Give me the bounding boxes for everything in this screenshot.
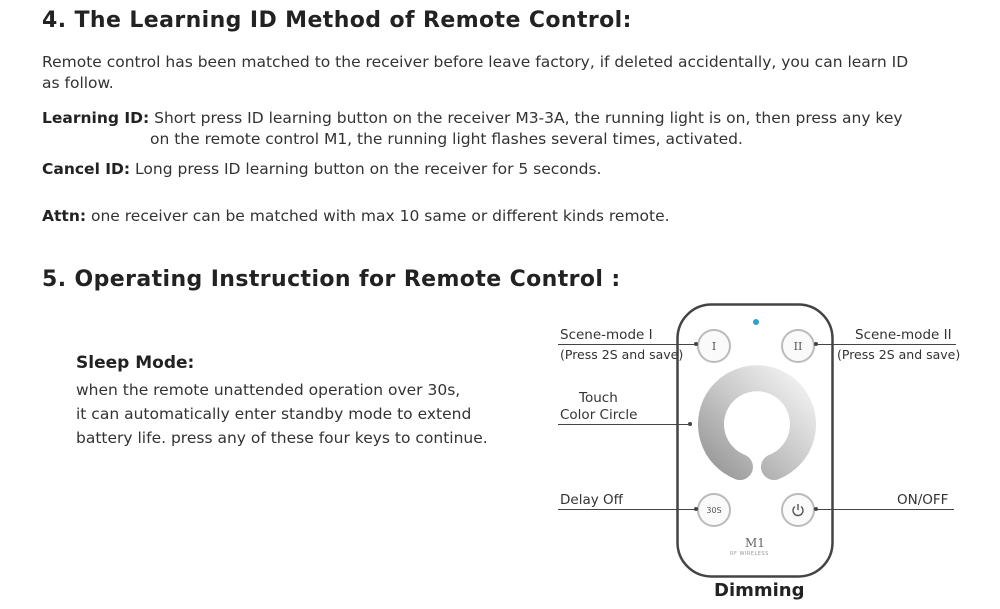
scene-mode-2-leader-dot (814, 342, 818, 346)
model-label: M1 (745, 536, 765, 550)
on-off-button[interactable] (781, 493, 815, 527)
indicator-led (753, 319, 759, 325)
touch-leader (558, 424, 690, 425)
learning-id-label: Learning ID: (42, 109, 150, 127)
scene-mode-1-leader (558, 344, 696, 345)
scene-mode-2-sublabel: (Press 2S and save) (837, 347, 961, 362)
intro-line1: Remote control has been matched to the r… (42, 53, 909, 71)
touch-label: Touch (579, 390, 618, 406)
scene-mode-2-leader (816, 344, 956, 345)
delay-off-text: 30S (706, 505, 722, 515)
sleep-line2: it can automatically enter standby mode … (76, 405, 472, 423)
delay-off-label: Delay Off (560, 492, 623, 508)
touch-color-circle (698, 365, 816, 480)
delay-off-leader-dot (694, 507, 698, 511)
cancel-id-line: Cancel ID: Long press ID learning button… (42, 160, 601, 178)
cancel-id-label: Cancel ID: (42, 160, 131, 178)
cancel-id-text: Long press ID learning button on the rec… (130, 160, 602, 178)
color-circle-label: Color Circle (560, 407, 638, 423)
on-off-leader (816, 509, 954, 510)
sleep-mode-title: Sleep Mode: (76, 353, 195, 373)
learning-id-line1: Learning ID: Short press ID learning but… (42, 109, 903, 127)
scene-mode-1-button[interactable]: I (697, 329, 731, 363)
scene-mode-1-label: Scene-mode I (560, 327, 653, 343)
attn-text: one receiver can be matched with max 10 … (86, 207, 670, 225)
delay-off-button[interactable]: 30S (697, 493, 731, 527)
scene-mode-1-sublabel: (Press 2S and save) (560, 347, 684, 362)
on-off-label: ON/OFF (897, 492, 949, 508)
section5-title: 5. Operating Instruction for Remote Cont… (42, 267, 621, 292)
scene-mode-2-text: II (793, 339, 803, 353)
learning-id-text1: Short press ID learning button on the re… (149, 109, 903, 127)
power-icon (792, 504, 804, 517)
section4-title: 4. The Learning ID Method of Remote Cont… (42, 8, 632, 33)
intro-line2: as follow. (42, 74, 114, 92)
model-sublabel: RF WIRELESS (730, 551, 769, 557)
scene-mode-2-label: Scene-mode II (855, 327, 952, 343)
touch-leader-dot (688, 422, 692, 426)
sleep-line1: when the remote unattended operation ove… (76, 381, 461, 399)
attn-line: Attn: one receiver can be matched with m… (42, 207, 670, 225)
dimming-caption: Dimming (714, 580, 805, 601)
scene-mode-1-leader-dot (694, 342, 698, 346)
attn-label: Attn: (42, 207, 87, 225)
learning-id-line2: on the remote control M1, the running li… (150, 130, 743, 148)
on-off-leader-dot (814, 507, 818, 511)
scene-mode-1-text: I (711, 339, 717, 353)
scene-mode-2-button[interactable]: II (781, 329, 815, 363)
sleep-line3: battery life. press any of these four ke… (76, 429, 488, 447)
delay-off-leader (558, 509, 696, 510)
